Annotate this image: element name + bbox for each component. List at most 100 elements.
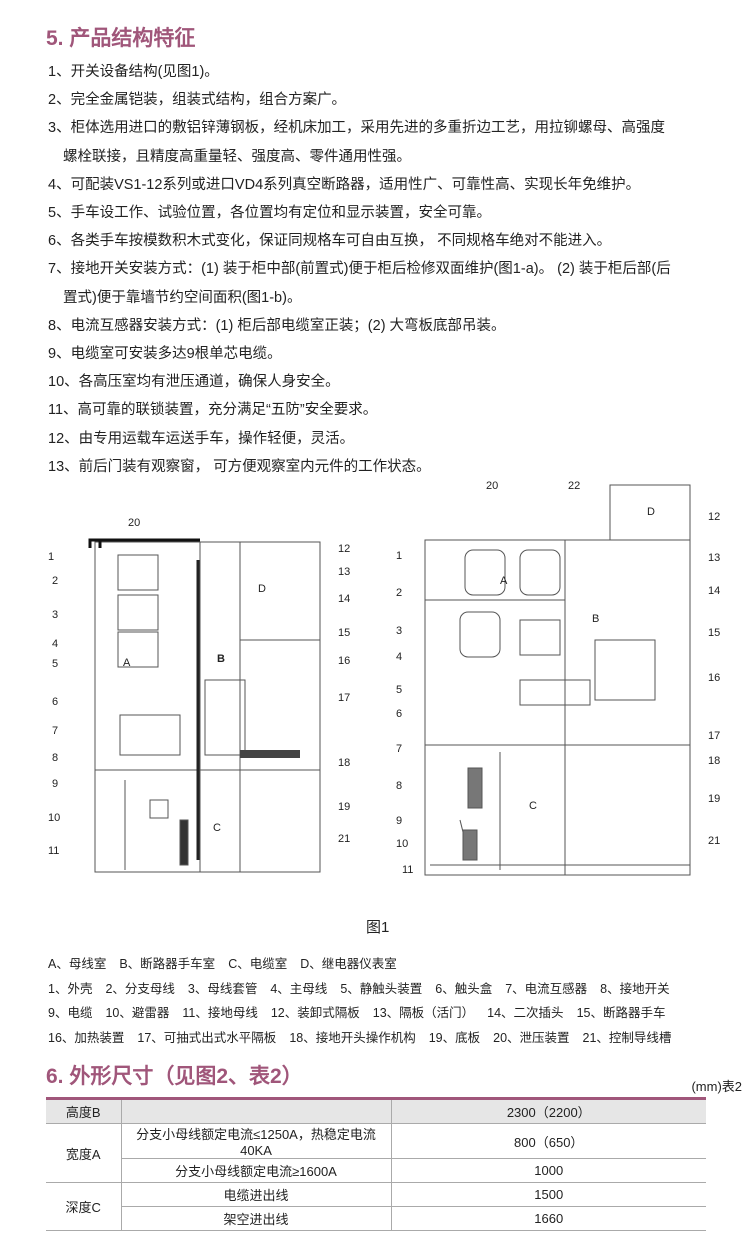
- section-6-title: 6. 外形尺寸（见图2、表2）: [46, 1065, 303, 1088]
- cell: 宽度A: [46, 1123, 122, 1183]
- legend-item: D、继电器仪表室: [300, 957, 397, 971]
- list-item: 7、接地开关安装方式：(1) 装于柜中部(前置式)便于柜后检修双面维护(图1-a…: [48, 261, 671, 278]
- list-item: 8、电流互感器安装方式：(1) 柜后部电缆室正装；(2) 大弯板底部吊装。: [48, 317, 506, 334]
- callout: 19: [708, 793, 720, 805]
- list-item: 4、可配装VS1-12系列或进口VD4系列真空断路器，适用性广、可靠性高、实现长…: [48, 176, 641, 193]
- callout: 14: [338, 593, 350, 605]
- list-item: 12、由专用运载车运送手车，操作轻便，灵活。: [48, 430, 355, 447]
- callout: 19: [338, 801, 350, 813]
- cell: 高度B: [46, 1097, 122, 1124]
- callout: 14: [708, 585, 720, 597]
- callout: 2: [396, 587, 402, 599]
- list-item: 5、手车设工作、试验位置，各位置均有定位和显示装置，安全可靠。: [48, 205, 492, 222]
- list-item: 置式)便于靠墙节约空间面积(图1-b)。: [63, 289, 302, 306]
- callout: A: [123, 657, 131, 669]
- label-B: B: [217, 653, 225, 665]
- legend-item: 1、外壳: [48, 981, 93, 996]
- list-item: 2、完全金属铠装，组装式结构，组合方案广。: [48, 92, 347, 109]
- legend-item: B、断路器手车室: [119, 957, 216, 971]
- callout: 20: [128, 517, 140, 529]
- legend-item: 13、隔板（活门）: [372, 1006, 475, 1020]
- callout: 11: [402, 864, 413, 876]
- callout: 18: [708, 755, 720, 767]
- callout: 16: [708, 672, 720, 684]
- legend-item: 14、二次插头: [487, 1006, 564, 1020]
- callout: 20: [486, 480, 498, 492]
- callout: 10: [396, 838, 408, 850]
- cell: 分支小母线额定电流≥1600A: [121, 1158, 392, 1183]
- legend-item: 21、控制导线槽: [582, 1030, 672, 1045]
- legend-item: 5、静触头装置: [340, 981, 423, 996]
- legend-item: 7、电流互感器: [505, 981, 588, 996]
- legend-item: C、电缆室: [228, 957, 288, 971]
- callout: 5: [396, 684, 402, 696]
- callout: 15: [708, 627, 720, 639]
- list-item: 6、各类手车按模数积木式变化，保证同规格车可自由互换， 不同规格车绝对不能进入。: [48, 233, 612, 250]
- legend-item: 9、电缆: [48, 1006, 93, 1020]
- callout: C: [529, 800, 537, 812]
- callout: 2: [52, 575, 58, 587]
- feature-list: 1、开关设备结构(见图1)。 2、完全金属铠装，组装式结构，组合方案广。 3、柜…: [48, 58, 728, 481]
- section-5-title: 5. 产品结构特征: [46, 27, 196, 50]
- cell: 1500: [391, 1182, 706, 1207]
- callout: 5: [52, 658, 58, 670]
- callout: 4: [396, 651, 402, 663]
- legend-item: A、母线室: [48, 957, 107, 971]
- legend-item: 15、断路器手车: [576, 1006, 666, 1020]
- callout: C: [213, 822, 221, 834]
- cell: 2300（2200）: [391, 1097, 706, 1124]
- callout: A: [500, 575, 508, 587]
- cell: 分支小母线额定电流≤1250A，热稳定电流40KA: [121, 1123, 392, 1159]
- legend-item: 2、分支母线: [105, 981, 175, 996]
- callout: 17: [338, 692, 350, 704]
- callout: 18: [338, 757, 350, 769]
- callout: 1: [396, 550, 402, 562]
- legend-item: 11、接地母线: [182, 1006, 258, 1020]
- list-item: 9、电缆室可安装多达9根单芯电缆。: [48, 346, 282, 363]
- legend-item: 16、加热装置: [48, 1030, 125, 1045]
- callout: 8: [52, 752, 58, 764]
- callout: 21: [708, 835, 720, 847]
- table-row: 高度B 2300（2200）: [46, 1097, 706, 1124]
- legend-item: 10、避雷器: [105, 1006, 170, 1020]
- list-item: 3、柜体选用进口的敷铝锌薄钢板，经机床加工，采用先进的多重折边工艺，用拉铆螺母、…: [48, 120, 666, 137]
- cell: 深度C: [46, 1182, 122, 1231]
- figure-legend: A、母线室 B、断路器手车室 C、电缆室 D、继电器仪表室 1、外壳 2、分支母线 3、母…: [48, 952, 684, 1050]
- callout: B: [592, 613, 599, 625]
- list-item: 10、各高压室均有泄压通道，确保人身安全。: [48, 374, 340, 391]
- legend-item: 12、装卸式隔板: [270, 1006, 360, 1020]
- table-unit: (mm)表2: [691, 1079, 742, 1094]
- callout: 11: [48, 845, 59, 857]
- legend-item: 6、触头盒: [435, 981, 493, 996]
- cell: 架空进出线: [121, 1206, 392, 1231]
- legend-item: 18、接地开头操作机构: [289, 1030, 416, 1045]
- callout: 3: [396, 625, 402, 637]
- switchgear-diagram: B 20 1 2 3 4 5 A 6 7 8 9 10 11 D C 12 13…: [48, 480, 720, 876]
- figure-caption: 图1: [366, 919, 390, 936]
- callout: 13: [708, 552, 720, 564]
- callout: 6: [396, 708, 402, 720]
- list-item: 13、前后门装有观察窗， 可方便观察室内元件的工作状态。: [48, 458, 431, 475]
- legend-item: 8、接地开关: [600, 981, 670, 996]
- callout: 16: [338, 655, 350, 667]
- list-item: 螺栓联接，且精度高重量轻、强度高、零件通用性强。: [63, 148, 411, 165]
- callout: 17: [708, 730, 720, 742]
- callout: 9: [396, 815, 402, 827]
- list-item: 1、开关设备结构(见图1)。: [48, 64, 219, 80]
- callout: 7: [52, 725, 58, 737]
- callout: 7: [396, 743, 402, 755]
- legend-item: 19、底板: [428, 1030, 481, 1045]
- callout: 4: [52, 638, 58, 650]
- cell: [121, 1097, 392, 1124]
- callout: 3: [52, 609, 58, 621]
- callout: 12: [708, 511, 720, 523]
- legend-item: 3、母线套管: [187, 981, 258, 996]
- callout: D: [647, 506, 655, 518]
- callout: 1: [48, 551, 54, 563]
